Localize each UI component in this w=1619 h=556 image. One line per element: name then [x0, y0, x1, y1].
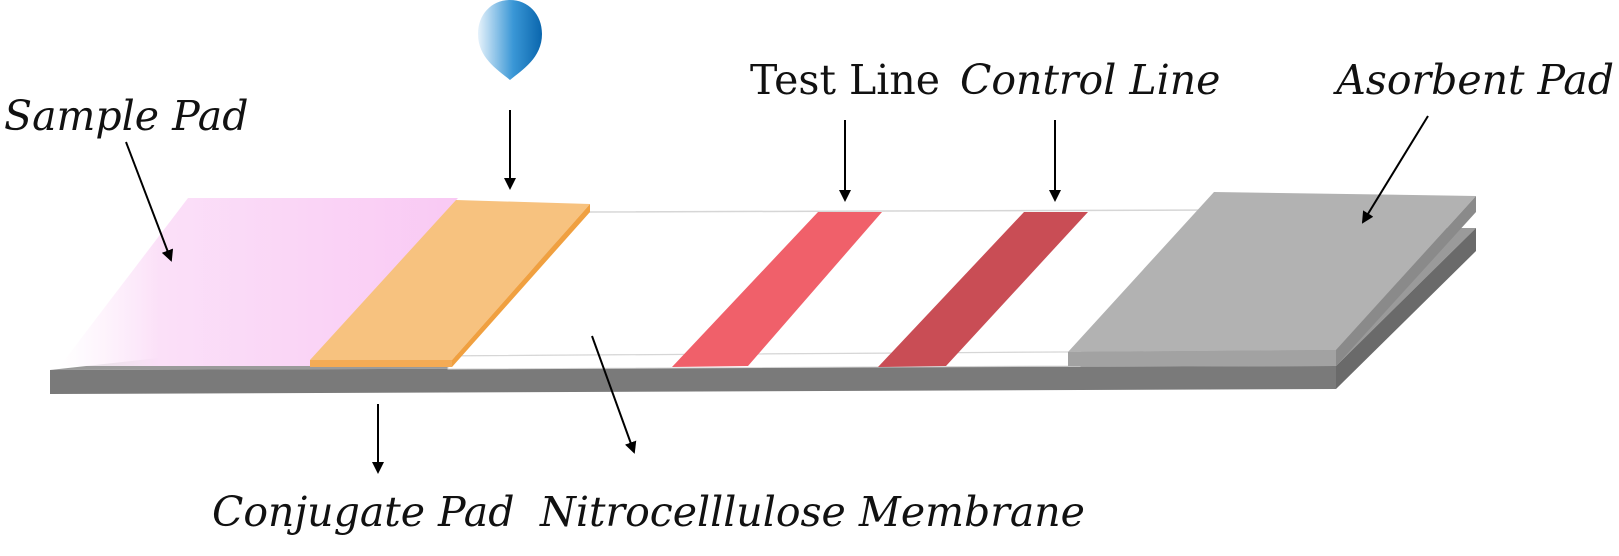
conjugate-pad-label: Conjugate Pad	[212, 488, 514, 536]
absorbent-pad-label: Asorbent Pad	[1332, 56, 1614, 104]
absorbent-pad-top	[1068, 192, 1476, 352]
conjugate-pad	[310, 200, 590, 367]
conjugate-pad-front	[310, 360, 452, 367]
sample-pad-label: Sample Pad	[4, 92, 249, 140]
membrane-label: Nitrocelllulose Membrane	[539, 488, 1085, 536]
backing-front	[50, 366, 1336, 394]
control-line-label: Control Line	[960, 56, 1220, 104]
sample-pad	[60, 198, 458, 366]
conjugate-pad-top	[310, 200, 590, 360]
backing-side	[1336, 228, 1476, 389]
conjugate-pad-side	[452, 204, 590, 367]
sample-pad-arrow	[125, 141, 174, 262]
test-line-band	[672, 212, 882, 367]
test-line-label: Test Line	[750, 56, 940, 104]
absorbent-pad	[1068, 192, 1476, 366]
droplet-icon	[478, 0, 542, 80]
absorbent-pad-front	[1068, 350, 1336, 366]
control-line-band	[878, 212, 1088, 367]
absorbent-pad-arrow	[1361, 115, 1429, 224]
absorbent-pad-side	[1336, 196, 1476, 366]
membrane-arrow	[591, 335, 637, 454]
